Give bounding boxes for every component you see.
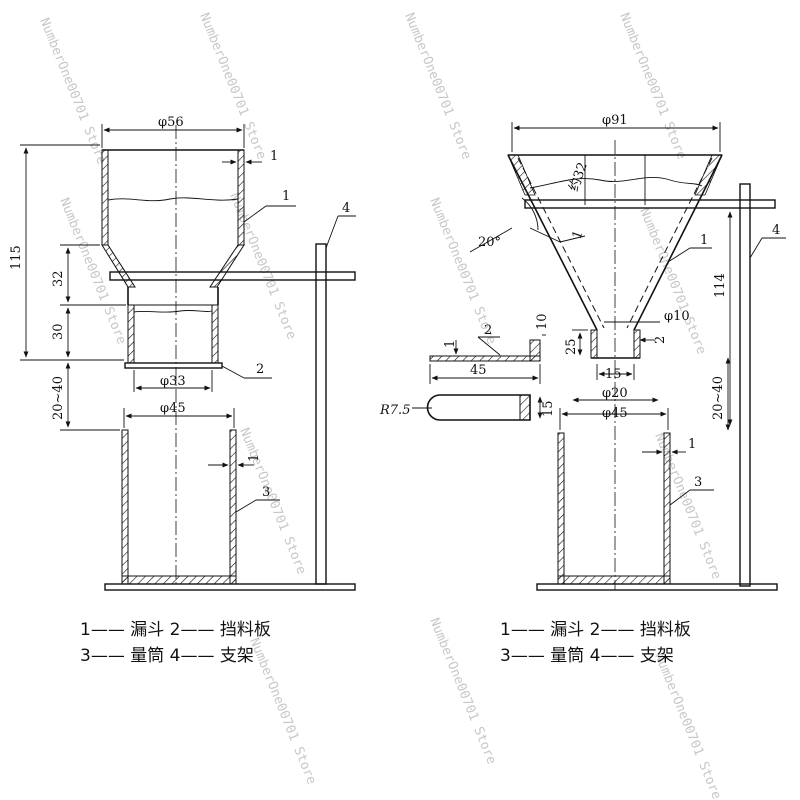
dim-angle: 20°	[478, 235, 501, 250]
label-funnel: 1	[700, 233, 708, 248]
label-plate: 2	[256, 362, 264, 377]
dim-plate-length: 45	[470, 363, 487, 378]
watermark: NumberOne00701 Store	[616, 11, 689, 162]
dim-plate-wall: 1	[443, 340, 458, 348]
dim-height: 114	[713, 273, 728, 298]
dim-cup-wall: 1	[688, 437, 696, 452]
left-stand-base	[104, 583, 356, 591]
dim-neck-inner: 15	[605, 367, 622, 382]
dim-top-diameter: φ56	[158, 115, 184, 130]
label-cylinder: 3	[262, 485, 270, 500]
right-stand-arm	[524, 199, 776, 209]
dim-neck-height: 25	[564, 338, 579, 355]
right-part-labels: 1 2 3 4	[477, 223, 786, 506]
label-stand: 4	[772, 223, 780, 238]
watermark: NumberOne00701 Store	[401, 11, 474, 162]
watermark: NumberOne00701 Store	[651, 651, 724, 800]
watermark: NumberOne00701 Store	[236, 426, 309, 577]
dim-neck-diameter: φ33	[160, 374, 186, 389]
left-legend-line1: 1—— 漏斗 2—— 挡料板	[80, 620, 271, 640]
dim-about: 约32	[567, 160, 591, 193]
dim-wall: 1	[270, 149, 278, 164]
left-figure: φ56 1 115 32 30 20~40 φ33	[9, 115, 356, 666]
dim-radius: R7.5	[379, 403, 410, 418]
dim-plate-height: 15	[541, 400, 556, 417]
watermark: NumberOne00701 Store	[651, 431, 724, 582]
left-legend-line2: 3—— 量筒 4—— 支架	[80, 646, 254, 666]
dim-plate-thickness: 10	[535, 313, 550, 330]
label-plate: 2	[484, 323, 492, 338]
left-stand-arm	[109, 271, 356, 281]
dim-gap: 20~40	[711, 376, 726, 420]
dim-outlet-wall: 2	[653, 336, 668, 344]
watermark: NumberOne00701 Store	[246, 636, 319, 787]
right-stand-post	[739, 183, 751, 587]
dim-neck-outer: φ20	[602, 386, 628, 401]
watermark: NumberOne00701 Store	[226, 191, 299, 342]
left-part-labels: 1 2 3 4	[221, 189, 356, 513]
right-stand-base	[536, 583, 778, 591]
dim-cup-diameter: φ45	[602, 406, 628, 421]
left-funnel	[101, 149, 245, 364]
dim-gap: 20~40	[51, 376, 66, 420]
right-legend-line2: 3—— 量筒 4—— 支架	[500, 646, 674, 666]
watermark: NumberOne00701 Store	[196, 11, 269, 162]
left-blocking-plate	[124, 362, 223, 369]
dim-cup-wall: 1	[247, 454, 262, 462]
dim-neck-height: 30	[51, 323, 66, 340]
dim-outlet-diameter: φ10	[664, 309, 690, 324]
left-dimensions: φ56 1 115 32 30 20~40 φ33	[9, 115, 278, 468]
right-blocking-plate	[426, 339, 541, 421]
label-funnel: 1	[282, 189, 290, 204]
watermark: NumberOne00701 Store	[36, 16, 109, 167]
left-stand-post	[315, 243, 327, 585]
dim-cone-height: 32	[51, 270, 66, 287]
dim-height-total: 115	[9, 245, 24, 270]
left-measuring-cylinder	[121, 429, 237, 585]
right-funnel	[507, 154, 723, 359]
watermark: NumberOne00701 Store	[636, 206, 709, 357]
right-legend-line1: 1—— 漏斗 2—— 挡料板	[500, 620, 691, 640]
dim-top-diameter: φ91	[602, 113, 628, 128]
right-measuring-cylinder	[557, 432, 671, 585]
dim-cup-diameter: φ45	[160, 401, 186, 416]
label-stand: 4	[342, 201, 350, 216]
label-cylinder: 3	[694, 475, 702, 490]
watermark: NumberOne00701 Store	[426, 616, 499, 767]
